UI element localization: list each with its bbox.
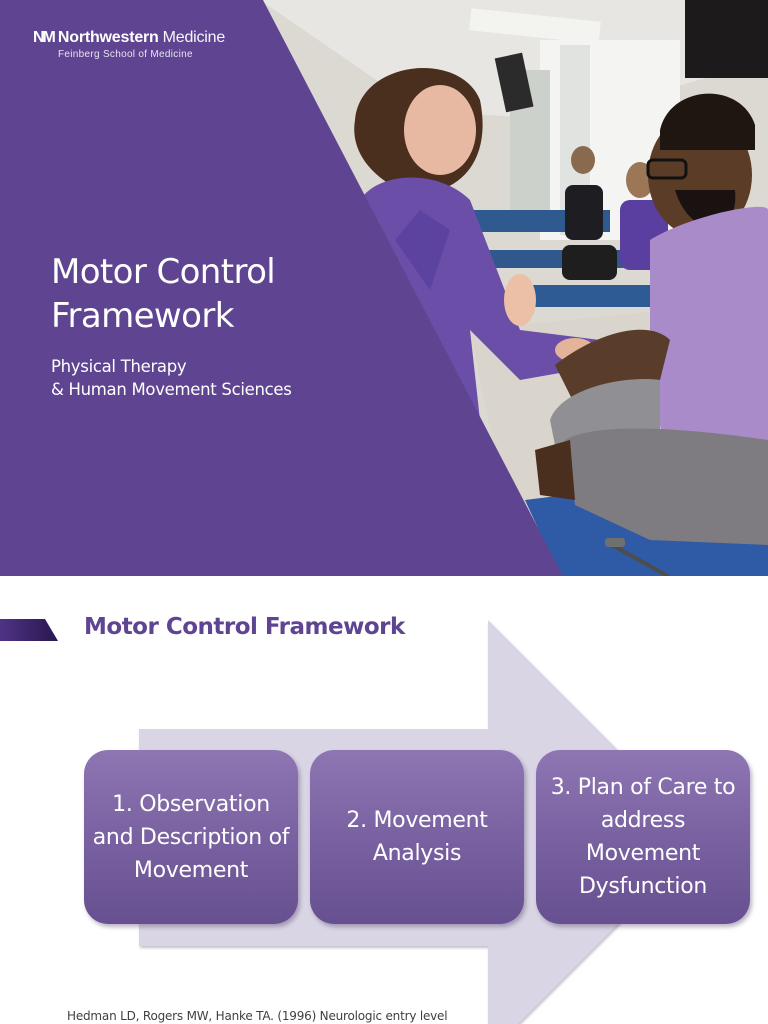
northwestern-medicine-logo: NM Northwestern Medicine Feinberg School… [33,29,225,60]
logo-subtitle: Feinberg School of Medicine [58,49,193,60]
citation-text: Hedman LD, Rogers MW, Hanke TA. (1996) N… [67,1009,448,1023]
slide-title-line-1: Motor Control [51,252,276,292]
step-box-movement-analysis: 2. Movement Analysis [310,750,524,924]
step-box-observation: 1. Observation and Description of Moveme… [84,750,298,924]
subtitle-line-2: & Human Movement Sciences [51,380,292,399]
title-slide: NM Northwestern Medicine Feinberg School… [0,0,768,576]
framework-slide: Motor Control Framework 1. Observation a… [0,576,768,1024]
step-box-plan-of-care: 3. Plan of Care to address Movement Dysf… [536,750,750,924]
subtitle-line-1: Physical Therapy [51,357,187,376]
logo-name-light: Medicine [162,29,226,46]
header-accent-bar [0,619,58,641]
slide-title: Motor Control Framework [51,250,371,338]
slide-title-line-2: Framework [51,296,234,336]
slide-subtitle: Physical Therapy & Human Movement Scienc… [51,355,292,401]
logo-name-bold: Northwestern [57,29,159,46]
slide-heading: Motor Control Framework [84,614,405,640]
nm-logo-icon: NM [33,29,56,46]
